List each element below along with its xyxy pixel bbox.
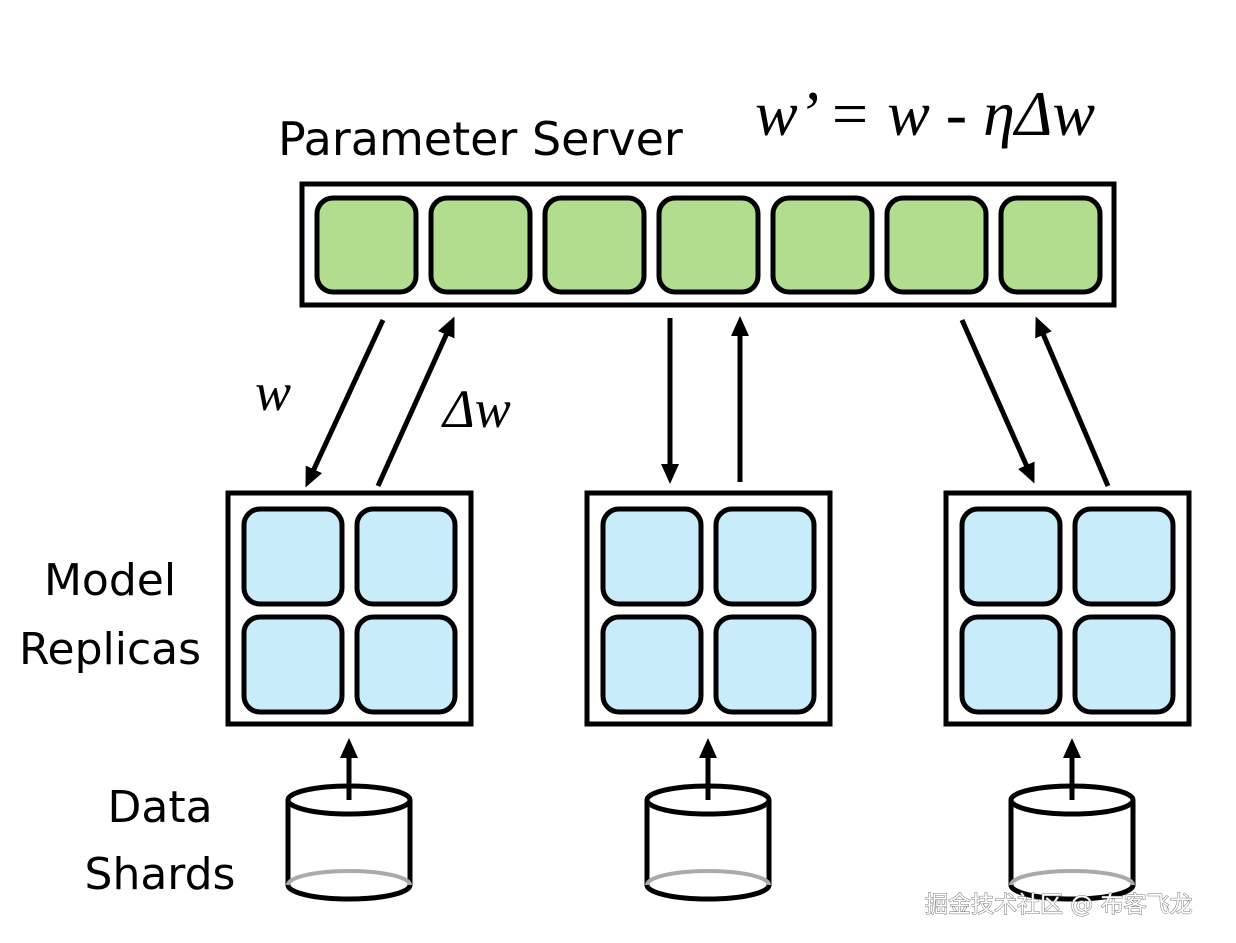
replica-cell — [1072, 506, 1176, 607]
update-formula: w’ = w - ηΔw — [755, 78, 1095, 149]
replica-cell — [1072, 614, 1176, 715]
arrow — [959, 318, 1035, 484]
weights-label: w — [255, 362, 291, 422]
parameter-cell — [656, 195, 761, 295]
replica-cell — [354, 614, 458, 715]
arrows — [305, 316, 1111, 488]
model-replica — [943, 490, 1192, 727]
model-label: Model — [44, 555, 176, 606]
replica-cell — [600, 506, 704, 607]
replica-cell — [241, 614, 345, 715]
shards-label: Shards — [85, 849, 236, 900]
replica-cell — [713, 614, 817, 715]
parameter-cell — [542, 195, 647, 295]
parameter-cell — [770, 195, 875, 295]
data-shard-cylinder — [1008, 738, 1136, 902]
replica-cell — [600, 614, 704, 715]
model-replica — [584, 490, 833, 727]
parameter-cell — [884, 195, 989, 295]
arrow — [1035, 316, 1111, 487]
model-replica — [225, 490, 474, 727]
arrow — [375, 316, 455, 488]
replica-cell — [241, 506, 345, 607]
replica-cell — [959, 614, 1063, 715]
replica-cell — [959, 506, 1063, 607]
parameter-cell — [314, 195, 419, 295]
data-shard-cylinder — [285, 738, 413, 902]
parameter-server-box — [299, 181, 1117, 308]
watermark: 掘金技术社区 @ 布客飞龙 — [925, 892, 1193, 918]
replica-cell — [713, 506, 817, 607]
gradient-label: Δw — [441, 379, 511, 439]
parameter-cell — [998, 195, 1103, 295]
parameter-cell — [428, 195, 533, 295]
replicas-label: Replicas — [19, 624, 201, 675]
data-shard-cylinder — [644, 738, 772, 902]
replica-cell — [354, 506, 458, 607]
data-label: Data — [107, 782, 212, 833]
parameter-server-label: Parameter Server — [278, 112, 683, 166]
arrow — [305, 318, 386, 488]
